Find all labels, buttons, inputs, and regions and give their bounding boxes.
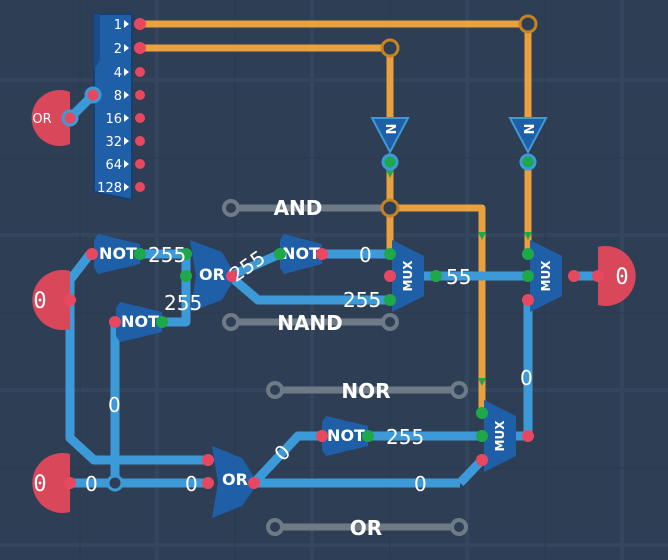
- input-node-lower-value: 0: [33, 472, 46, 497]
- bus-label-2: 2: [114, 42, 122, 57]
- orange-wires[interactable]: [140, 20, 532, 413]
- bus-label-16: 16: [105, 112, 122, 127]
- rail-nand-label: NAND: [277, 311, 343, 335]
- output-node[interactable]: 0: [592, 246, 636, 306]
- or-gate-1-label: OR: [199, 265, 225, 284]
- not-gate-4[interactable]: NOT: [316, 416, 374, 456]
- or-switch[interactable]: OR: [31, 86, 102, 146]
- bus-pins[interactable]: [134, 18, 146, 192]
- input-bus-labels: 1 2 4 8 16 32 64 128: [97, 18, 122, 196]
- input-node-upper-value: 0: [33, 289, 46, 314]
- or-gate-2-label: OR: [222, 470, 248, 489]
- value-mid-to-mux: 255: [343, 288, 381, 312]
- value-mux2-in: 255: [386, 425, 424, 449]
- value-bottom-in-a: 0: [85, 472, 98, 496]
- bus-label-128: 128: [97, 181, 122, 196]
- mux-gate-3[interactable]: MUX: [476, 400, 534, 472]
- not-gate-1[interactable]: NOT: [86, 234, 146, 274]
- rail-nor-label: NOR: [341, 379, 390, 403]
- value-mux1-in: 0: [359, 243, 372, 267]
- or-switch-label: OR: [32, 112, 51, 127]
- output-node-value: 0: [615, 265, 628, 290]
- value-mux3-in: 0: [520, 366, 533, 390]
- value-bottom-in-b: 0: [185, 472, 198, 496]
- rail-and-label: AND: [274, 196, 323, 220]
- bus-label-32: 32: [105, 135, 122, 150]
- neg-gate-2-label: N: [520, 124, 535, 135]
- input-node-lower[interactable]: 0: [32, 453, 76, 513]
- value-not1-out: 255: [148, 243, 186, 267]
- input-node-upper[interactable]: 0: [32, 270, 76, 330]
- bus-label-4: 4: [114, 66, 122, 81]
- rail-or[interactable]: OR: [266, 516, 468, 540]
- not-gate-3-label: NOT: [282, 244, 320, 263]
- value-left-vertical: 0: [108, 393, 121, 417]
- input-bus[interactable]: [93, 13, 133, 202]
- or-gate-1[interactable]: OR: [180, 240, 238, 312]
- value-or2-out: 0: [414, 472, 427, 496]
- rail-or-label: OR: [350, 516, 382, 540]
- bus-label-8: 8: [114, 89, 122, 104]
- mux-gate-1[interactable]: MUX: [384, 240, 442, 312]
- rail-nor[interactable]: NOR: [266, 379, 468, 403]
- bus-label-64: 64: [105, 158, 122, 173]
- bus-label-1: 1: [114, 18, 122, 33]
- neg-gate-2[interactable]: N: [508, 117, 548, 171]
- mux-gate-3-label: MUX: [493, 420, 507, 452]
- not-gate-2-label: NOT: [121, 312, 159, 331]
- not-gate-1-label: NOT: [99, 244, 137, 263]
- neg-gate-1[interactable]: N: [370, 117, 410, 171]
- not-gate-3[interactable]: NOT: [274, 234, 328, 274]
- mux-gate-2[interactable]: MUX: [522, 240, 580, 312]
- mux-gate-1-label: MUX: [401, 260, 415, 292]
- rail-nand[interactable]: NAND: [222, 311, 399, 335]
- not-gate-4-label: NOT: [327, 426, 365, 445]
- not-gate-2[interactable]: NOT: [109, 302, 168, 342]
- value-not2-out: 255: [164, 291, 202, 315]
- mux-gate-2-label: MUX: [539, 260, 553, 292]
- value-mux1-out: 55: [446, 265, 471, 289]
- neg-gate-1-label: N: [382, 124, 397, 135]
- or-gate-2[interactable]: OR: [202, 446, 260, 518]
- rail-and[interactable]: AND: [222, 196, 390, 220]
